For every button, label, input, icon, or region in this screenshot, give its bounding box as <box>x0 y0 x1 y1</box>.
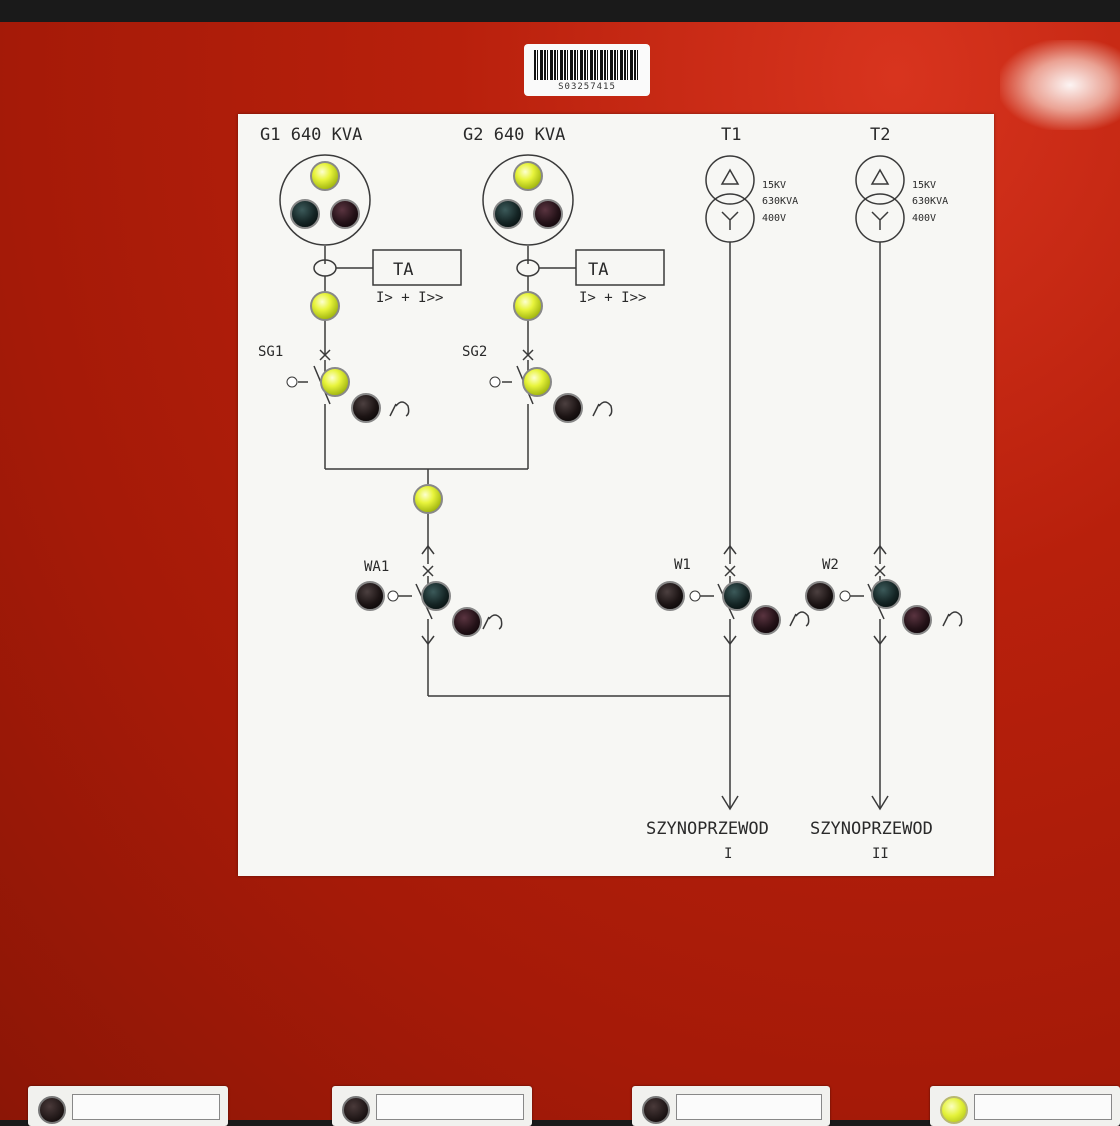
lamp-g1-right <box>330 199 360 229</box>
barcode-number: S03257415 <box>558 82 616 92</box>
transformer-2-label: T2 <box>870 125 890 145</box>
busbar-2-number: II <box>872 846 889 862</box>
bottom-indicator-plate-3 <box>632 1086 830 1126</box>
lamp-wa1-trip <box>452 607 482 637</box>
auto-reclose-icon <box>482 614 503 630</box>
wye-icon <box>721 211 739 230</box>
light-glare <box>1000 40 1120 130</box>
lamp-w1-trip <box>751 605 781 635</box>
barcode-sticker: S03257415 <box>524 44 650 96</box>
lamp-g2-top <box>513 161 543 191</box>
lamp-sg2-open <box>553 393 583 423</box>
generator-2-label: G2 640 KVA <box>463 125 565 145</box>
busbar-1-name: SZYNOPRZEWOD <box>646 819 769 839</box>
lamp-generator-bus <box>413 484 443 514</box>
lamp-g1-feeder <box>310 291 340 321</box>
wye-icon <box>871 211 889 230</box>
generator-1-ta-label: TA <box>393 260 413 280</box>
transformer-2-secondary-winding <box>855 193 905 243</box>
bottom-indicator-plate-1 <box>28 1086 228 1126</box>
lamp-w2-right <box>871 579 901 609</box>
breaker-wa1-label: WA1 <box>364 559 389 575</box>
delta-icon <box>720 168 740 185</box>
transformer-1-rating: 630KVA <box>762 196 798 207</box>
bottom-indicator-plate-2 <box>332 1086 532 1126</box>
lamp-wa1-right <box>421 581 451 611</box>
lamp-w2-trip <box>902 605 932 635</box>
lamp-g1-top <box>310 161 340 191</box>
generator-1-label: G1 640 KVA <box>260 125 362 145</box>
transformer-1-primary: 15KV <box>762 180 786 191</box>
generator-1-ta-box <box>372 249 462 286</box>
lamp-g2-left <box>493 199 523 229</box>
lamp-sg1-closed <box>320 367 350 397</box>
barcode-bars <box>534 50 640 80</box>
transformer-1-secondary-winding <box>705 193 755 243</box>
breaker-sg2-label: SG2 <box>462 344 487 360</box>
lamp-g2-right <box>533 199 563 229</box>
plate-label <box>376 1094 524 1120</box>
plate-label <box>974 1094 1112 1120</box>
plate-label <box>676 1094 822 1120</box>
auto-reclose-icon <box>942 611 963 627</box>
single-line-diagram: G1 640 KVA G2 640 KVA TA TA I> + I>> I> … <box>258 125 963 862</box>
busbar-1-number: I <box>724 846 732 862</box>
lamp-g2-feeder <box>513 291 543 321</box>
transformer-1-label: T1 <box>721 125 741 145</box>
generator-2-symbol <box>482 154 574 246</box>
transformer-1-secondary: 400V <box>762 213 786 224</box>
mimic-diagram-board: G1 640 KVA G2 640 KVA TA TA I> + I>> I> … <box>238 114 994 876</box>
generator-2-ta-box <box>575 249 665 286</box>
lamp-g1-left <box>290 199 320 229</box>
transformer-2-rating: 630KVA <box>912 196 948 207</box>
generator-2-ta-label: TA <box>588 260 608 280</box>
plate-label <box>72 1094 220 1120</box>
delta-icon <box>870 168 890 185</box>
lamp-sg2-closed <box>522 367 552 397</box>
auto-reclose-icon <box>389 401 410 417</box>
generator-1-symbol <box>279 154 371 246</box>
lamp-w1-right <box>722 581 752 611</box>
lamp-w1-left <box>655 581 685 611</box>
generator-1-protection: I> + I>> <box>376 290 443 306</box>
lamp-sg1-open <box>351 393 381 423</box>
transformer-1-primary-winding <box>705 155 755 205</box>
auto-reclose-icon <box>789 611 810 627</box>
transformer-2-primary: 15KV <box>912 180 936 191</box>
transformer-2-secondary: 400V <box>912 213 936 224</box>
lamp-w2-left <box>805 581 835 611</box>
bottom-indicator-plate-4 <box>930 1086 1120 1126</box>
auto-reclose-icon <box>592 401 613 417</box>
breaker-w1-label: W1 <box>674 557 691 573</box>
busbar-2-name: SZYNOPRZEWOD <box>810 819 933 839</box>
breaker-sg1-label: SG1 <box>258 344 283 360</box>
transformer-2-primary-winding <box>855 155 905 205</box>
indicator-lamp <box>940 1096 968 1124</box>
lamp-wa1-left <box>355 581 385 611</box>
breaker-w2-label: W2 <box>822 557 839 573</box>
generator-2-protection: I> + I>> <box>579 290 646 306</box>
